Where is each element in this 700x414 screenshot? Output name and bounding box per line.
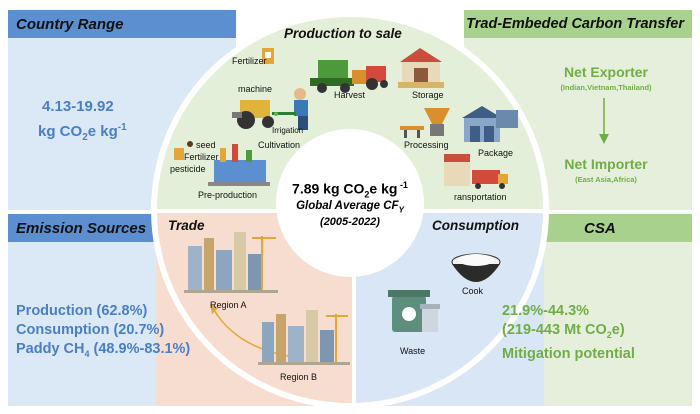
- waste-bins-illustration: [388, 290, 440, 332]
- csa-line3: Mitigation potential: [502, 345, 635, 362]
- country-range-unit: kg CO2e kg-1: [38, 122, 127, 143]
- center-value: 7.89 kg CO2e kg -1 Global Average CFY (2…: [292, 180, 408, 228]
- trade-title: Trade: [168, 218, 205, 233]
- label-cook: Cook: [462, 286, 484, 296]
- csa-line1: 21.9%-44.3%: [502, 303, 590, 319]
- processing-illustration: [400, 108, 450, 138]
- label-region-b: Region B: [280, 372, 318, 382]
- country-range-title: Country Range: [16, 16, 124, 33]
- bar-country-range: [8, 10, 236, 38]
- package-illustration: [462, 106, 518, 142]
- center-circle: [276, 129, 424, 277]
- transport-illustration: [444, 154, 508, 189]
- preproduction-illustration: [208, 144, 270, 186]
- region-b-illustration: [258, 310, 350, 365]
- emission-production: Production (62.8%): [16, 303, 148, 319]
- label-seed: seed: [196, 140, 216, 150]
- country-range-value: 4.13-19.92 kg CO2e kg-1: [38, 96, 127, 148]
- label-package: Package: [478, 148, 514, 158]
- bar-transfer: [464, 10, 692, 38]
- harvester-illustration: [310, 60, 388, 93]
- machine-illustration: [232, 100, 274, 129]
- farmer-illustration: [272, 88, 308, 130]
- label-region-a: Region A: [210, 300, 247, 310]
- csa-title: CSA: [584, 220, 616, 237]
- label-waste: Waste: [400, 346, 426, 356]
- emission-sources-list: Production (62.8%) Consumption (20.7%) P…: [16, 302, 190, 364]
- storage-illustration: [398, 48, 444, 88]
- region-a-illustration: [184, 232, 278, 293]
- emission-consumption: Consumption (20.7%): [16, 322, 165, 338]
- transfer-exporter: Net Exporter (Indian,Vietnam,Thailand): [560, 64, 652, 92]
- csa-values: 21.9%-44.3% (219-443 Mt CO2e) Mitigation…: [502, 302, 635, 364]
- seed-bag-illustration: [174, 141, 193, 160]
- label-machine: machine: [238, 84, 273, 94]
- fertilizer-bag-illustration: [262, 48, 274, 64]
- label-pesticide: pesticide: [170, 164, 206, 174]
- consumption-title: Consumption: [432, 218, 519, 233]
- transfer-importer: Net Importer (East Asia,Africa): [564, 156, 648, 184]
- csa-line2: (219-443 Mt CO2e): [502, 322, 625, 340]
- label-processing: Processing: [404, 140, 449, 150]
- label-fertilizer: Fertilizer: [232, 56, 267, 66]
- emission-sources-title: Emission Sources: [16, 220, 147, 237]
- label-irrigation: Irrigation: [272, 126, 304, 135]
- transfer-title: Trad-Embeded Carbon Transfer: [466, 16, 684, 32]
- country-range-line1: 4.13-19.92: [42, 98, 114, 115]
- label-storage: Storage: [412, 90, 444, 100]
- label-harvest: Harvest: [334, 90, 366, 100]
- emission-paddy: Paddy CH4 (48.9%-83.1%): [16, 341, 191, 359]
- label-preproduction: Pre-production: [198, 190, 258, 200]
- label-cultivation: Cultivation: [258, 140, 301, 150]
- rice-bowl-illustration: [451, 253, 501, 282]
- production-title: Production to sale: [284, 26, 402, 41]
- label-transportation: ransportation: [454, 192, 507, 202]
- label-fertilizer2: Fertilizer: [184, 152, 219, 162]
